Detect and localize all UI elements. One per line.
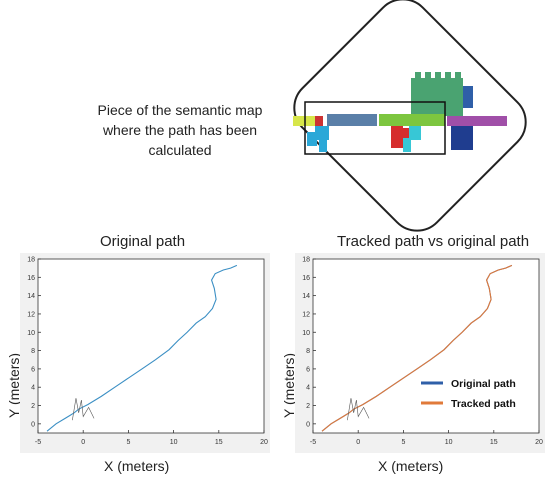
y-tick-label: 2 (31, 403, 35, 410)
x-tick-label: 20 (535, 439, 543, 446)
y-tick-label: 18 (27, 257, 35, 264)
plot-area (37, 258, 265, 434)
y-tick-label: 4 (31, 385, 35, 392)
map-corridor-green (379, 114, 445, 126)
map-frame (293, 0, 527, 232)
start-loops (72, 398, 95, 421)
y-tick-label: 18 (302, 257, 310, 264)
map-corridor-purple (447, 116, 507, 126)
chart-2-title: Tracked path vs original path (337, 233, 530, 250)
y-tick-label: 0 (306, 421, 310, 428)
x-tick-label: 0 (356, 439, 360, 446)
chart-1-title: Original path (100, 233, 186, 250)
y-tick-label: 14 (27, 293, 35, 300)
y-tick-label: 16 (27, 275, 35, 282)
x-tick-label: -5 (35, 439, 41, 446)
map-corridor-yellow (293, 116, 321, 126)
map-selection-box (304, 101, 446, 155)
y-tick-label: 8 (306, 348, 310, 355)
map-corridor-blue (327, 114, 377, 126)
x-tick-label: 10 (445, 439, 453, 446)
x-tick-label: 0 (81, 439, 85, 446)
x-tick-label: -5 (310, 439, 316, 446)
x-tick-label: 10 (170, 439, 178, 446)
map-navy-block (451, 126, 473, 150)
map-red-block (391, 126, 403, 148)
x-tick-label: 5 (401, 439, 405, 446)
map-corridor-red (315, 116, 323, 128)
chart-1-plot: -5 0 5 10 15 20 0 2 4 6 8 10 12 14 16 18 (20, 253, 270, 453)
y-tick-label: 0 (31, 421, 35, 428)
map-cyan-block-2 (409, 126, 421, 140)
legend-label: Tracked path (451, 398, 516, 410)
chart-1-xlabel: X (meters) (104, 458, 170, 474)
x-tick-label: 15 (490, 439, 498, 446)
y-tick-label: 10 (302, 330, 310, 337)
y-tick-label: 10 (27, 330, 35, 337)
y-tick-label: 6 (306, 366, 310, 373)
semantic-map-illustration (293, 0, 527, 232)
y-tick-label: 16 (302, 275, 310, 282)
y-tick-label: 8 (31, 348, 35, 355)
x-tick-label: 15 (215, 439, 223, 446)
series-line (321, 264, 513, 432)
y-tick-label: 4 (306, 385, 310, 392)
legend-label: Original path (451, 378, 516, 390)
x-tick-label: 20 (260, 439, 268, 446)
map-caption: Piece of the semantic map where the path… (97, 102, 263, 158)
x-tick-label: 5 (126, 439, 130, 446)
map-green-block (411, 72, 473, 116)
series-line (46, 264, 238, 432)
y-tick-label: 14 (302, 293, 310, 300)
start-loops (347, 398, 370, 421)
y-tick-label: 6 (31, 366, 35, 373)
map-cyan-block (315, 126, 329, 140)
y-tick-label: 2 (306, 403, 310, 410)
y-tick-label: 12 (27, 311, 35, 318)
chart-2-xlabel: X (meters) (378, 458, 444, 474)
y-tick-label: 12 (302, 311, 310, 318)
